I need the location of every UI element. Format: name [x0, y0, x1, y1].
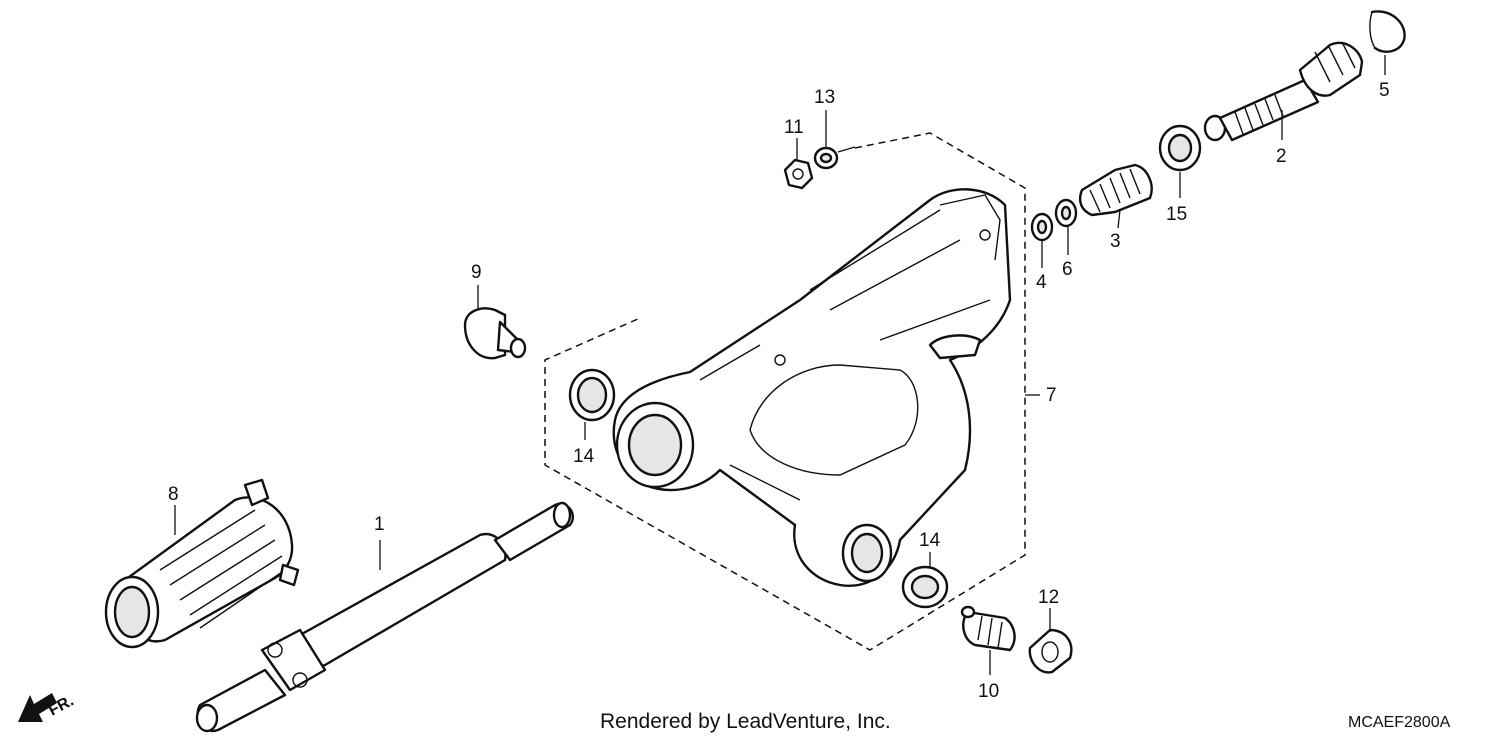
callout-8: 8 — [168, 484, 179, 505]
callout-3: 3 — [1110, 231, 1121, 252]
callout-9: 9 — [471, 262, 482, 283]
callout-14-left: 14 — [573, 446, 595, 467]
rubber-boot[interactable] — [104, 478, 300, 649]
front-arrow-icon — [18, 693, 57, 722]
oil-seal[interactable] — [1158, 124, 1202, 198]
spring[interactable] — [1078, 163, 1153, 229]
callout-13: 13 — [814, 87, 835, 108]
callout-10: 10 — [978, 681, 999, 702]
bearing-right[interactable] — [901, 552, 949, 609]
callout-2: 2 — [1276, 146, 1287, 167]
callout-5: 5 — [1379, 80, 1390, 101]
front-direction-indicator: FR. — [18, 692, 77, 722]
assembly-outline — [544, 132, 1040, 651]
washer-4[interactable] — [1030, 212, 1054, 268]
washer-top[interactable] — [813, 110, 856, 170]
callout-14-right: 14 — [919, 530, 941, 551]
pivot-bolt-left[interactable] — [463, 285, 527, 360]
drive-shaft[interactable] — [195, 501, 575, 733]
callout-15: 15 — [1166, 204, 1187, 225]
washer-6[interactable] — [1054, 198, 1078, 255]
callout-1: 1 — [374, 514, 385, 535]
callout-4: 4 — [1036, 272, 1047, 293]
callout-6: 6 — [1062, 259, 1073, 280]
lock-nut[interactable] — [1028, 608, 1073, 674]
circlip[interactable] — [1369, 10, 1406, 75]
driven-shaft[interactable] — [1203, 41, 1364, 142]
bearing-left[interactable] — [568, 368, 616, 440]
drawing-code: MCAEF2800A — [1348, 714, 1451, 731]
bolt-top[interactable] — [783, 138, 814, 190]
render-credit: Rendered by LeadVenture, Inc. — [600, 710, 891, 733]
callout-7: 7 — [1046, 385, 1057, 406]
pivot-bolt-right[interactable] — [960, 605, 1016, 675]
callout-11: 11 — [784, 117, 804, 138]
swingarm[interactable] — [612, 188, 1012, 587]
callout-12: 12 — [1038, 587, 1059, 608]
